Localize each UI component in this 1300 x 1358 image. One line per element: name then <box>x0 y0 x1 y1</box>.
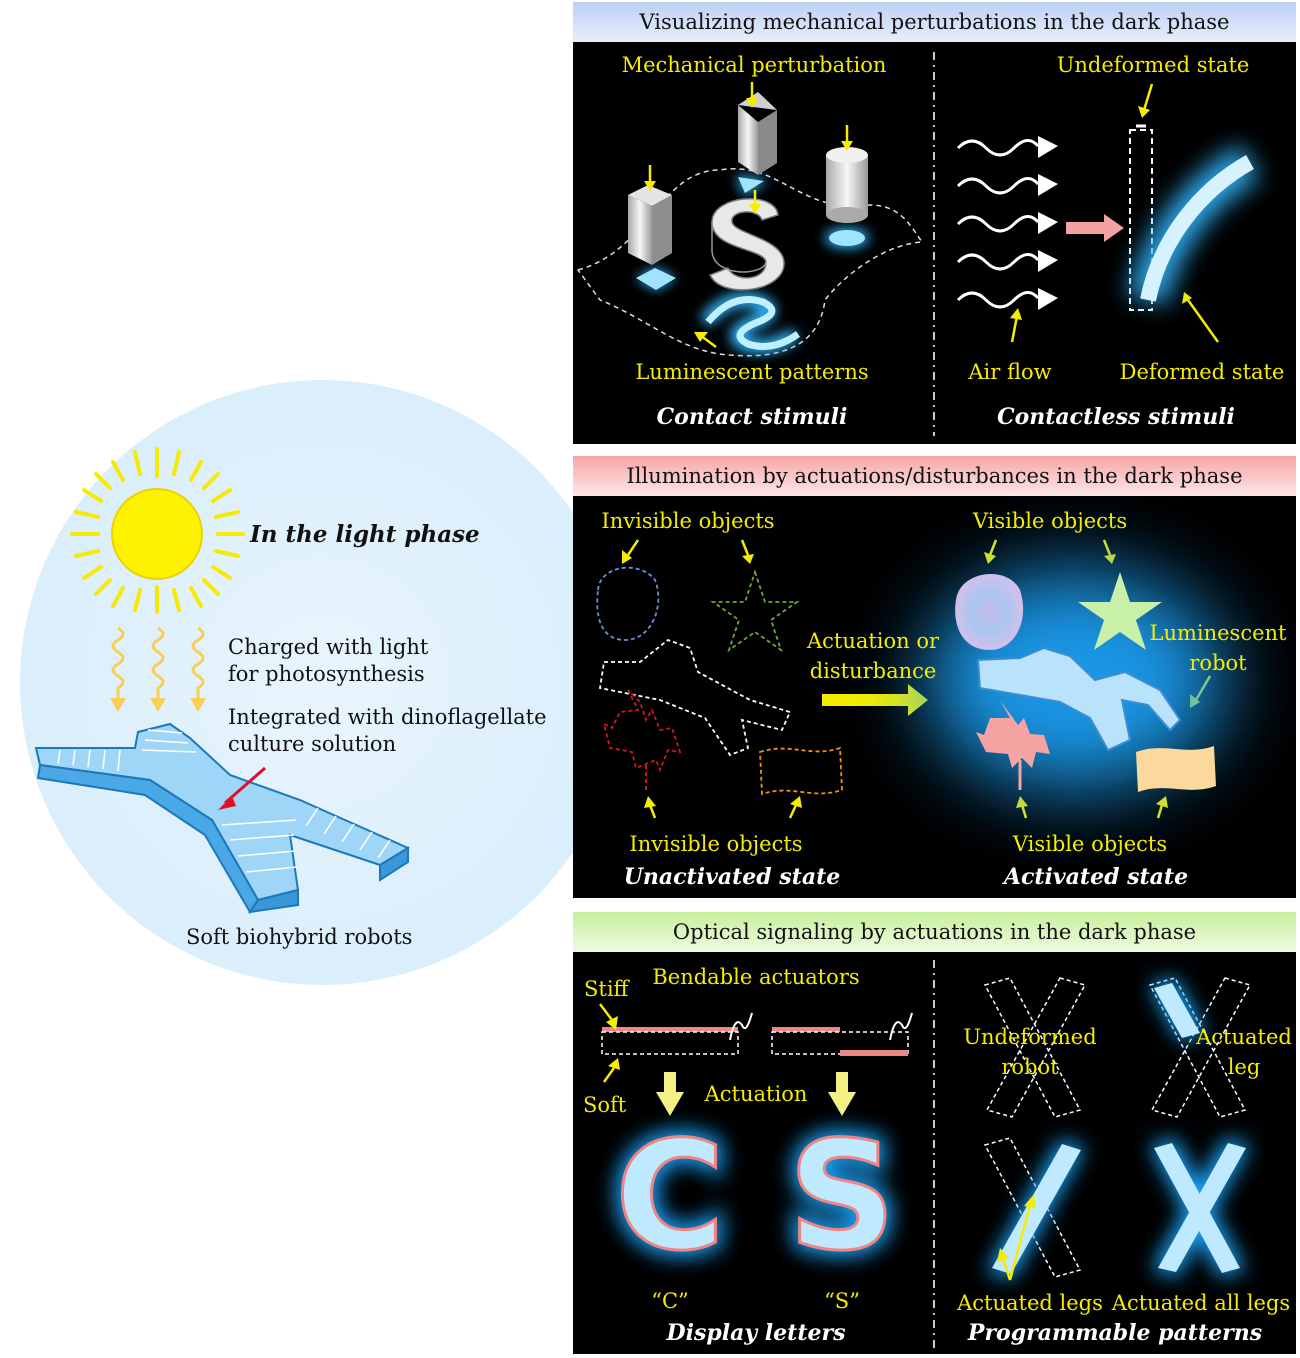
quote-s-label: “S” <box>824 1289 860 1313</box>
programmable-patterns-label: Programmable patterns <box>967 1320 1263 1346</box>
sun-icon <box>70 447 245 614</box>
quote-c-label: “C” <box>651 1289 689 1313</box>
charged-text: Charged with light for photosynthesis <box>228 635 429 687</box>
letter-c: C <box>615 1110 725 1284</box>
activated-state-label: Activated state <box>1003 864 1189 890</box>
panel3-header: Optical signaling by actuations in the d… <box>573 912 1296 952</box>
panel1-art <box>576 52 1261 436</box>
soft-label: Soft <box>583 1093 627 1117</box>
letter-s: S <box>788 1110 896 1284</box>
actuated-leg-label: Actuated leg <box>1196 1025 1292 1080</box>
panel3-art: C S C S <box>599 960 1252 1350</box>
invisible-objects-bottom: Invisible objects <box>629 832 803 856</box>
letter-s-glow: S <box>788 1110 896 1284</box>
letter-c-glow: C <box>615 1110 725 1284</box>
visible-objects-top: Visible objects <box>972 509 1128 533</box>
luminescent-patterns-label: Luminescent patterns <box>635 360 869 384</box>
light-waves <box>110 626 206 712</box>
actuated-legs-label: Actuated legs <box>957 1291 1103 1315</box>
integrated-text: Integrated with dinoflagellate culture s… <box>228 705 547 757</box>
visible-objects-bottom: Visible objects <box>1012 832 1168 856</box>
panel2-header: Illumination by actuations/disturbances … <box>573 456 1296 496</box>
contact-stimuli-label: Contact stimuli <box>656 404 848 430</box>
light-phase-circle <box>20 380 625 985</box>
undeformed-state-label: Undeformed state <box>1056 53 1250 77</box>
light-phase-label: In the light phase <box>250 521 480 548</box>
air-flow-label: Air flow <box>968 360 1052 384</box>
display-letters-label: Display letters <box>666 1320 846 1346</box>
panel1-header: Visualizing mechanical perturbations in … <box>573 2 1296 42</box>
invisible-objects-top: Invisible objects <box>601 509 775 533</box>
actuation-label: Actuation <box>704 1082 808 1106</box>
stiff-label: Stiff <box>584 977 629 1001</box>
actuated-all-legs-label: Actuated all legs <box>1111 1291 1291 1315</box>
luminescent-robot-label: Luminescent robot <box>1149 621 1287 676</box>
contactless-stimuli-label: Contactless stimuli <box>997 404 1235 430</box>
mechanical-perturbation-label: Mechanical perturbation <box>621 53 887 77</box>
deformed-state-label: Deformed state <box>1119 360 1285 384</box>
actuation-disturbance-label: Actuation or disturbance <box>806 629 940 684</box>
bendable-actuators-label: Bendable actuators <box>652 965 860 989</box>
undeformed-robot-label: Undeformed robot <box>963 1025 1097 1080</box>
robot-caption: Soft biohybrid robots <box>186 925 413 949</box>
panel2-art <box>596 539 1225 819</box>
unactivated-state-label: Unactivated state <box>623 864 841 890</box>
biohybrid-robot <box>34 722 411 914</box>
